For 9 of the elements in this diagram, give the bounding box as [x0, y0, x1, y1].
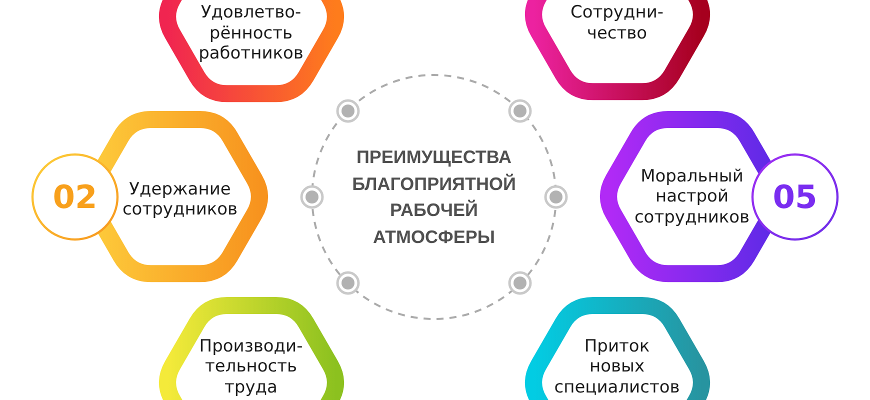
center-heading: ПРЕИМУЩЕСТВА БЛАГОПРИЯТНОЙ РАБОЧЕЙ АТМОСФЕРЫ [352, 146, 516, 248]
benefit-text: Сотрудни- чество [570, 2, 664, 44]
benefit-text: Моральный настрой сотрудников [634, 166, 750, 228]
benefit-text: Удовлетво- рённость работников [198, 2, 304, 64]
benefit-text: Удержание сотрудников [122, 179, 238, 220]
benefit-text: Производи- тельность труда [199, 336, 303, 398]
step-number: 02 [52, 178, 98, 215]
step-number: 05 [772, 178, 818, 215]
benefit-text: Приток новых специалистов [554, 336, 680, 398]
